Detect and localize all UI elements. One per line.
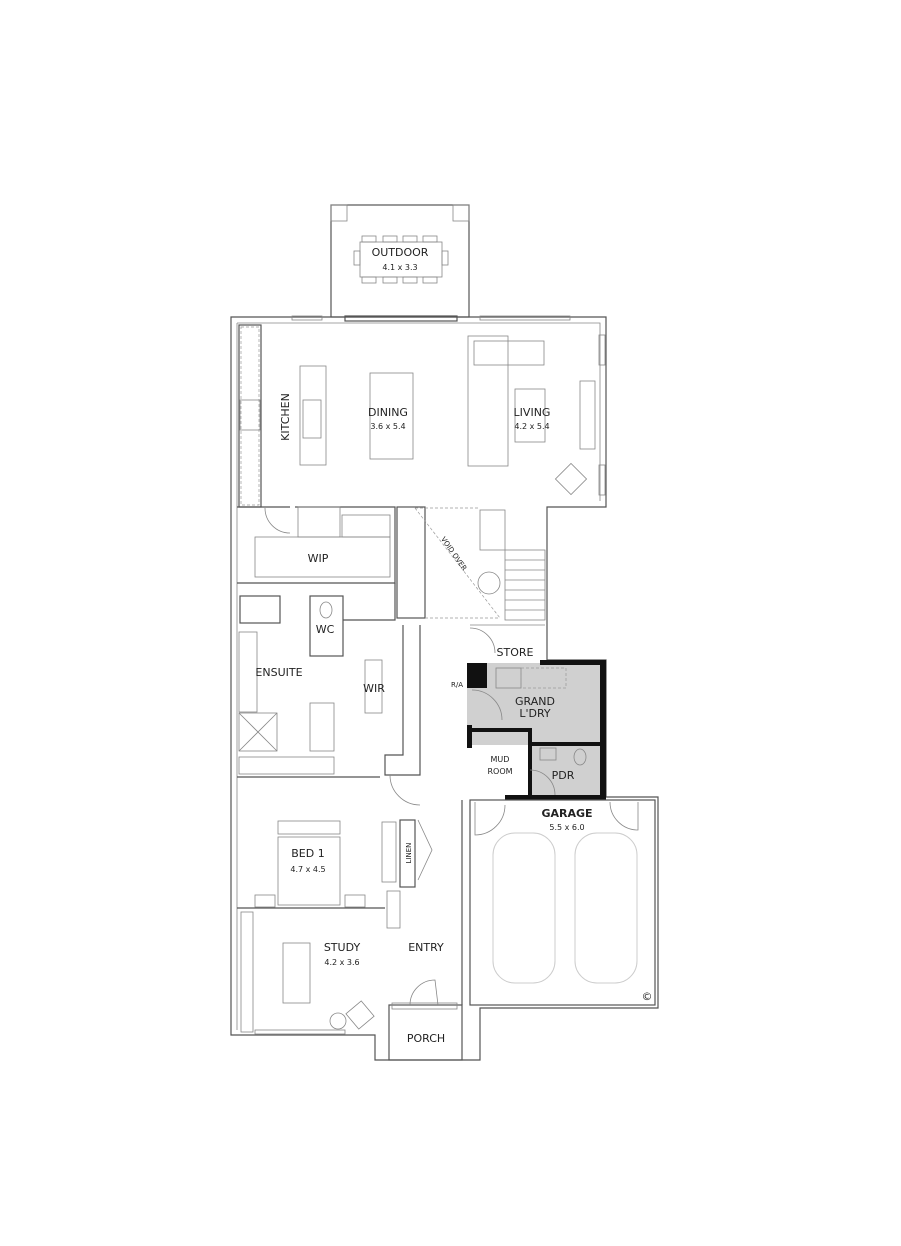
car-right [574,832,638,984]
kitchen-label: KITCHEN [279,393,292,441]
sofa [467,335,509,467]
wc-label: WC [316,623,335,636]
porch-label: PORCH [407,1032,445,1045]
outdoor-label: OUTDOOR [372,246,429,259]
study-size: 4.2 x 3.6 [324,958,359,967]
bed1 [254,819,433,908]
mudroom-label-2: ROOM [487,767,512,776]
mudroom-label: MUD [491,755,510,764]
outdoor-size: 4.1 x 3.3 [382,263,417,272]
staircase [479,509,546,621]
exterior-wall [230,316,659,1061]
bed1-label: BED 1 [291,847,324,860]
study [240,911,375,1035]
study-label: STUDY [324,941,361,954]
dining-table [369,372,414,460]
car-left [492,832,556,984]
porch [388,1004,463,1061]
outdoor-area [330,204,470,318]
living-furniture [467,335,596,496]
sink [302,399,322,439]
toilet [319,601,333,619]
kitchen-island [299,365,327,466]
copyright-mark: © [642,990,653,1003]
laundry-label: GRAND [515,695,555,708]
garage-label: GARAGE [541,807,592,820]
sliding-door [344,315,458,322]
dining-size: 3.6 x 5.4 [370,422,405,431]
garage-size: 5.5 x 6.0 [549,823,584,832]
living-label: LIVING [514,406,551,419]
entry-label: ENTRY [408,941,444,954]
ensuite [238,595,344,775]
bathtub [239,595,281,624]
desk [282,942,311,1004]
ra-label: R/A [451,681,463,689]
laundry-label-2: L'DRY [519,707,551,720]
store-label: STORE [497,646,534,659]
shower [238,712,278,752]
wir-island [364,659,383,714]
cooktop [239,399,261,431]
ensuite-label: ENSUITE [255,666,302,679]
pdr-floor [530,745,600,797]
garage [469,799,656,1006]
bed [277,836,341,906]
void-label: VOID OVER [439,535,468,572]
armchair [554,462,588,496]
wir-label: WIR [363,682,385,695]
pdr-label: PDR [552,769,575,782]
dining-label: DINING [368,406,408,419]
coffee-table [514,388,546,443]
living-size: 4.2 x 5.4 [514,422,549,431]
bed1-size: 4.7 x 4.5 [290,865,325,874]
fireplace [579,380,596,450]
linen-label: LINEN [405,843,413,864]
solid-walls [467,660,606,800]
wip-label: WIP [308,552,329,565]
linen-cupboard [399,819,416,888]
